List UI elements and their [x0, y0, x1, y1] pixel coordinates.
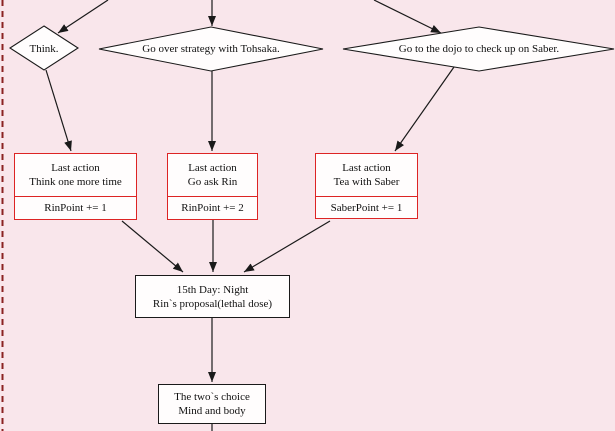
action-effect: RinPoint += 1	[15, 196, 136, 219]
action-desc: Go ask Rin	[187, 176, 238, 188]
edge-into-think	[57, 0, 109, 34]
action-desc: Tea with Saber	[333, 176, 400, 188]
event-node-15th-day-night: 15th Day: Night Rin`s proposal(lethal do…	[135, 275, 290, 318]
event-line1: The two`s choice	[174, 391, 250, 403]
edge-action1-to-night	[121, 220, 184, 273]
action-effect: SaberPoint += 1	[316, 196, 417, 218]
action-title: Last action	[342, 162, 391, 174]
action-node-think-one-more-time: Last action Think one more time RinPoint…	[14, 153, 137, 220]
edge-action3-to-night	[243, 220, 331, 273]
decision-diamond-dojo	[342, 26, 615, 72]
event-node-twos-choice: The two`s choice Mind and body	[158, 384, 266, 424]
event-line2: Mind and body	[178, 405, 246, 417]
action-node-go-ask-rin: Last action Go ask Rin RinPoint += 2	[167, 153, 258, 220]
action-title: Last action	[188, 162, 237, 174]
edge-think-to-action1	[45, 69, 72, 152]
event-line2: Rin`s proposal(lethal dose)	[152, 297, 273, 310]
decision-diamond-strategy	[98, 26, 324, 72]
decision-label-dojo: Go to the dojo to check up on Saber.	[398, 43, 560, 55]
decision-label-strategy: Go over strategy with Tohsaka.	[142, 43, 280, 55]
action-desc: Think one more time	[29, 176, 122, 188]
action-effect: RinPoint += 2	[168, 196, 257, 219]
decision-diamond-think	[8, 25, 80, 71]
edge-into-dojo	[373, 0, 442, 34]
action-title: Last action	[51, 162, 100, 174]
event-line1: 15th Day: Night	[176, 283, 249, 296]
decision-label-think: Think.	[29, 42, 59, 55]
edge-dojo-to-action3	[394, 66, 455, 152]
action-node-tea-with-saber: Last action Tea with Saber SaberPoint +=…	[315, 153, 418, 219]
